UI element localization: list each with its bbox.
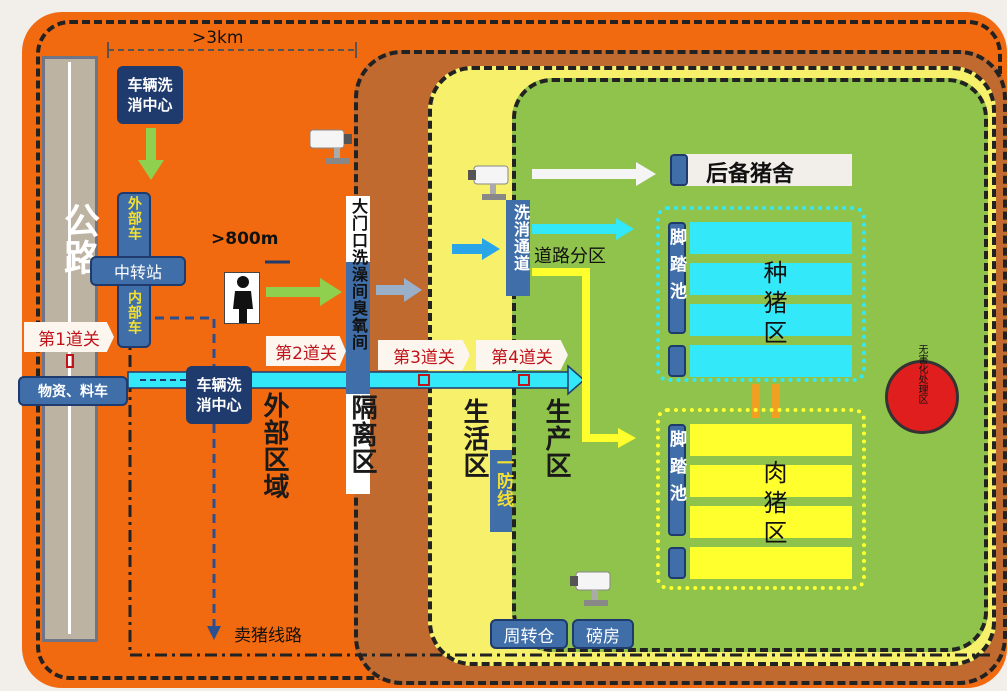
reserve-barn-box bbox=[672, 154, 852, 186]
gate-4-marker bbox=[518, 374, 530, 386]
distance-3km-label: >3km bbox=[192, 28, 244, 48]
wash-center-top[interactable]: 车辆洗消中心 bbox=[117, 66, 183, 124]
harmless-area-label: 无害化处理区 bbox=[916, 344, 927, 404]
defense-line-bar bbox=[490, 450, 512, 532]
breeding-row bbox=[690, 304, 852, 336]
fattening-row bbox=[690, 506, 852, 538]
wash-channel-label: 洗消通道 bbox=[511, 204, 530, 272]
green-arrow-right bbox=[266, 278, 342, 306]
area-connector bbox=[772, 384, 780, 418]
outer-car-label: 外部车 bbox=[126, 196, 142, 241]
fattening-row bbox=[690, 424, 852, 456]
weigh-house: 磅房 bbox=[572, 619, 634, 649]
breeding-area-label: 种猪区 bbox=[759, 260, 787, 350]
isolation-zone-label: 隔离区 bbox=[347, 394, 377, 475]
breeding-area-border bbox=[656, 206, 866, 382]
fattening-foot-bath-label: 脚踏池 bbox=[666, 430, 686, 511]
reserve-barn-pillar bbox=[670, 154, 688, 186]
supply-truck-label: 物资、料车 bbox=[18, 376, 128, 406]
green-arrow-down bbox=[138, 128, 164, 180]
turnover-warehouse: 周转仓 bbox=[490, 619, 568, 649]
living-zone-label: 生活区 bbox=[459, 398, 489, 479]
gate-3: 第3道关 bbox=[378, 340, 470, 370]
defense-line-label: 一防线 bbox=[493, 454, 513, 508]
area-connector bbox=[752, 384, 760, 418]
breeding-pillar-bottom bbox=[668, 345, 686, 377]
production-zone-label: 生产区 bbox=[541, 398, 571, 479]
gate-2: 第2道关 bbox=[266, 336, 346, 366]
distance-800m-label: >800m bbox=[211, 229, 279, 249]
road-division-label: 道路分区 bbox=[534, 246, 606, 267]
outer-zone-label: 外部区域 bbox=[259, 392, 289, 500]
harmless-area-circle bbox=[885, 360, 959, 434]
person-figure-icon bbox=[233, 276, 253, 323]
reserve-barn-label: 后备猪舍 bbox=[706, 162, 795, 187]
breeding-row bbox=[690, 222, 852, 254]
wash-center-bottom[interactable]: 车辆洗消中心 bbox=[186, 366, 252, 424]
inner-car-label: 内部车 bbox=[126, 290, 142, 335]
gate-1: 第1道关 bbox=[24, 322, 114, 352]
gate-4: 第4道关 bbox=[476, 340, 568, 370]
breeding-foot-bath-label: 脚踏池 bbox=[666, 228, 686, 309]
gate-3-marker bbox=[418, 374, 430, 386]
camera-icon-production bbox=[570, 571, 611, 606]
camera-icon-living bbox=[468, 165, 509, 200]
fattening-foot-bath-pillar bbox=[668, 424, 686, 536]
gate-1-marker bbox=[66, 354, 74, 368]
wash-channel-bar bbox=[506, 200, 530, 296]
entrance-label: 大门口洗澡间臭氧间 bbox=[349, 198, 368, 351]
fattening-area-border bbox=[656, 408, 866, 590]
person-disinfect-icon bbox=[224, 272, 260, 324]
pig-route-label: 卖猪线路 bbox=[234, 626, 302, 646]
entrance-column-blue bbox=[346, 262, 370, 394]
fattening-row bbox=[690, 465, 852, 497]
breeding-row bbox=[690, 263, 852, 295]
grey-arrow-right bbox=[376, 278, 422, 302]
transfer-station[interactable]: 中转站 bbox=[90, 256, 186, 286]
breeding-foot-bath-pillar bbox=[668, 222, 686, 334]
fattening-pillar-bottom bbox=[668, 547, 686, 579]
camera-icon bbox=[309, 129, 352, 164]
blue-arrow-right bbox=[452, 238, 500, 260]
fattening-area-label: 肉猪区 bbox=[759, 460, 787, 550]
fattening-row bbox=[690, 547, 852, 579]
breeding-row bbox=[690, 345, 852, 377]
